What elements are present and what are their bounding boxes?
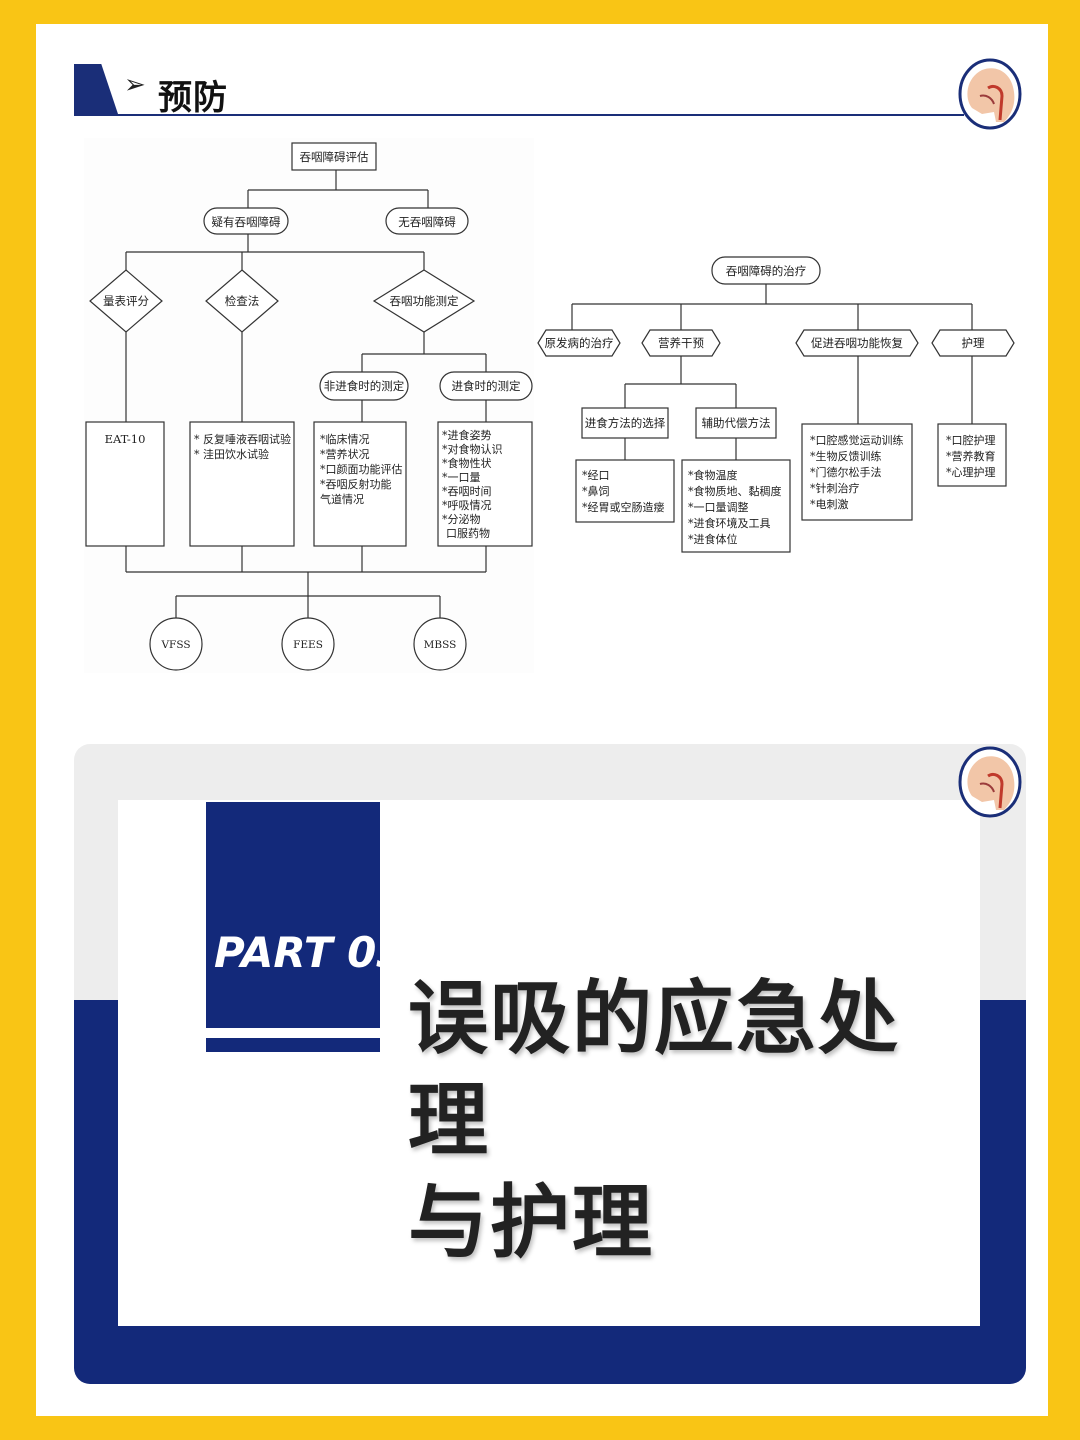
method-item: *经胃或空肠造瘘 bbox=[582, 500, 665, 514]
compensation-item: *食物质地、黏稠度 bbox=[688, 484, 782, 498]
method-item: *经口 bbox=[582, 469, 610, 482]
instrument-fees: FEES bbox=[293, 639, 323, 651]
header-arrow-icon: ➢ bbox=[124, 70, 146, 100]
promote-item: *门德尔松手法 bbox=[810, 465, 882, 479]
eating-item: *呼吸情况 bbox=[442, 499, 492, 512]
compensation-item: *一口量调整 bbox=[688, 500, 749, 514]
promote-item: *电刺激 bbox=[810, 497, 849, 511]
eating-item: 口服药物 bbox=[446, 526, 490, 540]
care-item: *营养教育 bbox=[946, 449, 996, 463]
non-eating-item: *营养状况 bbox=[320, 447, 370, 461]
section-heading: 预防 bbox=[158, 78, 228, 118]
assess-none: 无吞咽障碍 bbox=[398, 215, 456, 229]
eating-item: *进食姿势 bbox=[442, 428, 492, 442]
compensation-item: *进食环境及工具 bbox=[688, 516, 771, 530]
treat-compensation: 辅助代偿方法 bbox=[702, 416, 771, 430]
non-eating-item: *吞咽反射功能 bbox=[320, 477, 392, 491]
treat-root: 吞咽障碍的治疗 bbox=[726, 264, 807, 278]
assess-eating: 进食时的测定 bbox=[452, 379, 521, 393]
eating-item: *一口量 bbox=[442, 471, 481, 484]
header-divider bbox=[74, 114, 964, 116]
section-title-line1: 误吸的应急处理 bbox=[408, 972, 900, 1167]
compensation-item: *进食体位 bbox=[688, 532, 738, 546]
exam-item: * 洼田饮水试验 bbox=[194, 447, 269, 461]
assess-function: 吞咽功能测定 bbox=[390, 294, 459, 308]
part-number-label: PART 03 bbox=[214, 928, 406, 977]
assess-root: 吞咽障碍评估 bbox=[300, 150, 369, 164]
care-item: *心理护理 bbox=[946, 465, 996, 479]
method-item: *鼻饲 bbox=[582, 484, 610, 498]
eating-item: *食物性状 bbox=[442, 456, 492, 470]
promote-item: *口腔感觉运动训练 bbox=[810, 433, 904, 447]
instrument-vfss: VFSS bbox=[160, 639, 190, 651]
treatment-flowchart: 吞咽障碍的治疗 原发病的治疗 营养干预 促进吞咽功能恢复 护理 进食方法的选择 … bbox=[537, 256, 1015, 553]
head-profile-icon bbox=[958, 746, 1022, 818]
compensation-item: *食物温度 bbox=[688, 468, 738, 482]
part-number-box bbox=[206, 802, 380, 1028]
head-profile-icon bbox=[958, 58, 1022, 130]
treat-method: 进食方法的选择 bbox=[585, 416, 666, 430]
non-eating-item: *临床情况 bbox=[320, 432, 370, 446]
promote-item: *生物反馈训练 bbox=[810, 449, 882, 463]
section-title: 误吸的应急处理 与护理 bbox=[408, 968, 968, 1274]
assess-suspected: 疑有吞咽障碍 bbox=[212, 215, 281, 229]
assess-exam: 检查法 bbox=[225, 294, 260, 308]
eating-item: *对食物认识 bbox=[442, 442, 503, 456]
instrument-mbss: MBSS bbox=[424, 639, 457, 651]
treat-care: 护理 bbox=[962, 336, 985, 350]
treat-primary: 原发病的治疗 bbox=[545, 336, 614, 350]
section-title-line2: 与护理 bbox=[408, 1176, 654, 1269]
part-underline-bar bbox=[206, 1038, 380, 1052]
non-eating-item: *口颜面功能评估 bbox=[320, 462, 403, 476]
treat-nutrition: 营养干预 bbox=[658, 336, 704, 350]
non-eating-item: 气道情况 bbox=[320, 492, 364, 506]
assess-scale: 量表评分 bbox=[103, 294, 149, 308]
assess-eat10: EAT-10 bbox=[105, 432, 146, 446]
care-item: *口腔护理 bbox=[946, 433, 996, 447]
promote-item: *针刺治疗 bbox=[810, 481, 860, 495]
eating-item: *分泌物 bbox=[442, 512, 481, 526]
eating-item: *吞咽时间 bbox=[442, 485, 492, 498]
assess-non-eating: 非进食时的测定 bbox=[324, 379, 405, 393]
exam-item: * 反复唾液吞咽试验 bbox=[194, 432, 291, 446]
assessment-flowchart: 吞咽障碍评估 疑有吞咽障碍 无吞咽障碍 量表评分 检查法 吞咽功能测定 非进食时… bbox=[84, 138, 534, 673]
treat-promote: 促进吞咽功能恢复 bbox=[811, 336, 903, 350]
